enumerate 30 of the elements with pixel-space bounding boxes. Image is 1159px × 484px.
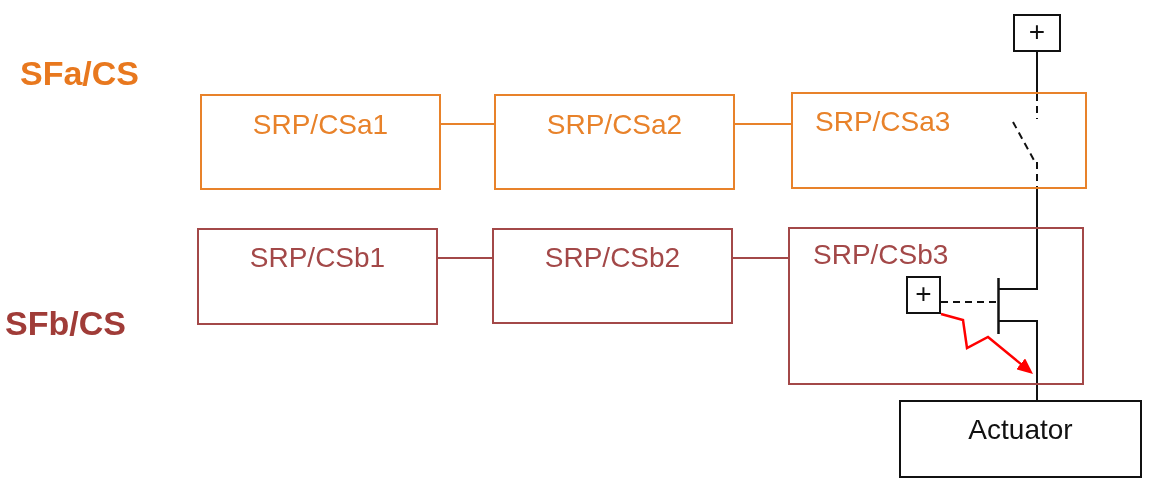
terminal-label: + <box>915 278 932 310</box>
connector-line <box>732 257 789 259</box>
component-box <box>492 228 733 324</box>
group-label: SFb/CS <box>5 304 126 342</box>
box-label: Actuator <box>968 414 1073 446</box>
box-label: SRP/CSb1 <box>249 242 386 274</box>
actuator-box <box>899 400 1142 478</box>
terminal-box <box>906 276 941 314</box>
box-label: SRP/CSa3 <box>815 106 951 138</box>
box-label: SRP/CSb2 <box>544 242 681 274</box>
connector-line <box>437 257 493 259</box>
component-box <box>200 94 441 190</box>
component-box <box>791 92 1087 189</box>
dashed-connector <box>940 301 997 303</box>
group-label: SFa/CS <box>20 54 140 92</box>
component-box <box>494 94 735 190</box>
box-label: SRP/CSb3 <box>813 239 949 271</box>
terminal-label: + <box>1028 16 1046 48</box>
terminal-box <box>1013 14 1061 52</box>
connector-line <box>1036 51 1038 95</box>
zigzag-arrow <box>940 312 1033 374</box>
connector-line <box>1036 186 1038 279</box>
box-label: SRP/CSa1 <box>252 109 389 141</box>
connector-line <box>1036 333 1038 401</box>
transistor-symbol <box>996 278 1040 334</box>
component-box <box>197 228 438 325</box>
box-label: SRP/CSa2 <box>546 109 683 141</box>
component-box <box>788 227 1084 385</box>
connector-line <box>734 123 792 125</box>
connector-line <box>440 123 495 125</box>
